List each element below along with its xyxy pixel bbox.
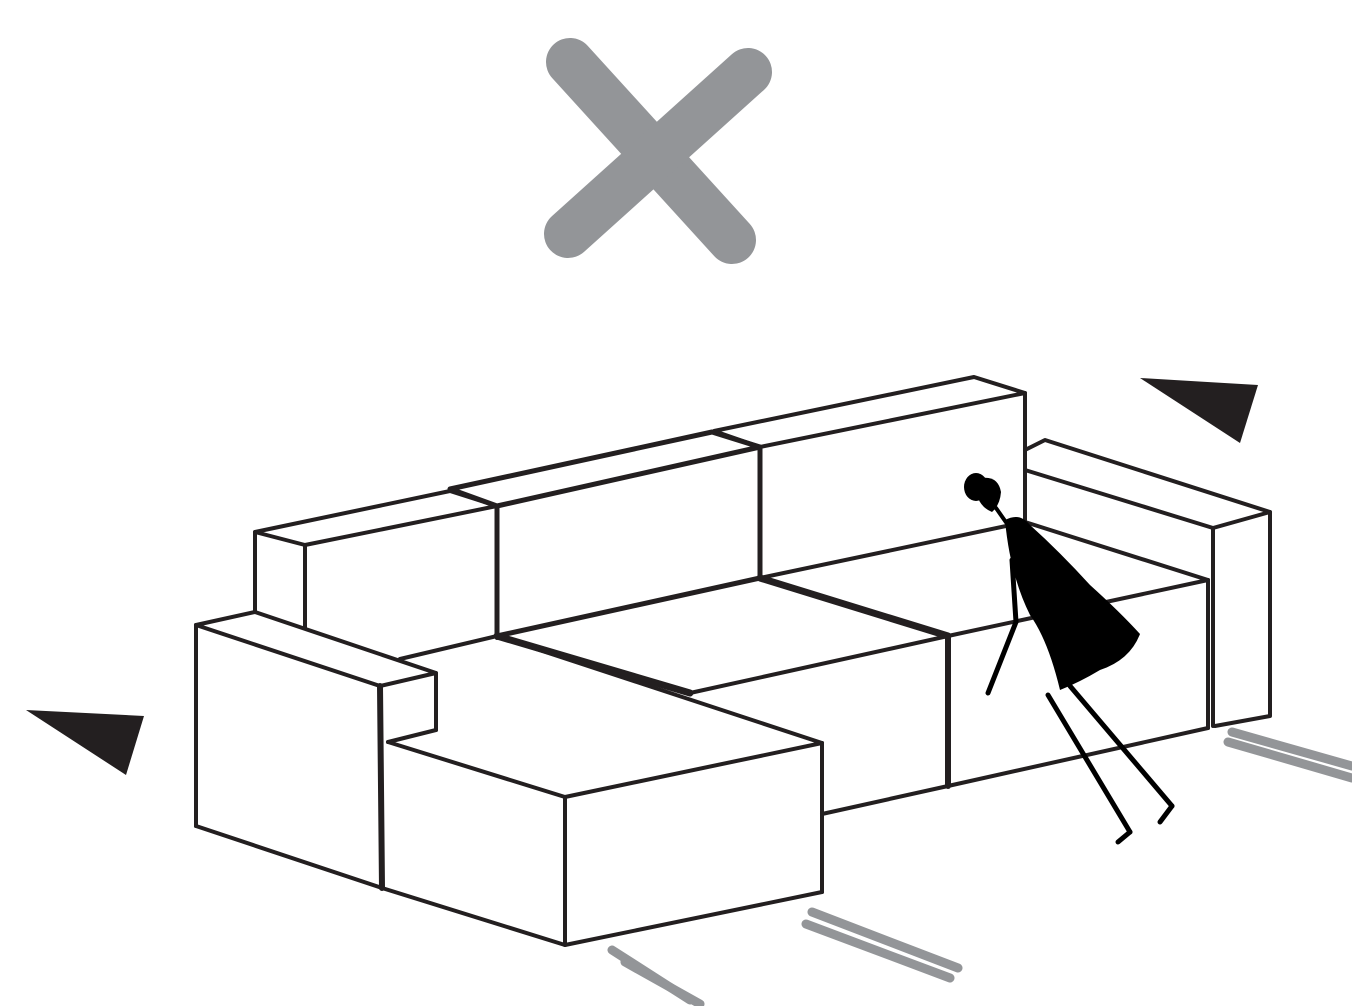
arrow-pointer-icon xyxy=(1140,378,1258,443)
sofa-outline xyxy=(194,375,1272,947)
floor-marks xyxy=(607,727,1352,1006)
arrow-pointer-icon xyxy=(26,710,144,775)
person-silhouette-icon xyxy=(964,473,1175,845)
cross-mark-icon xyxy=(544,38,772,264)
